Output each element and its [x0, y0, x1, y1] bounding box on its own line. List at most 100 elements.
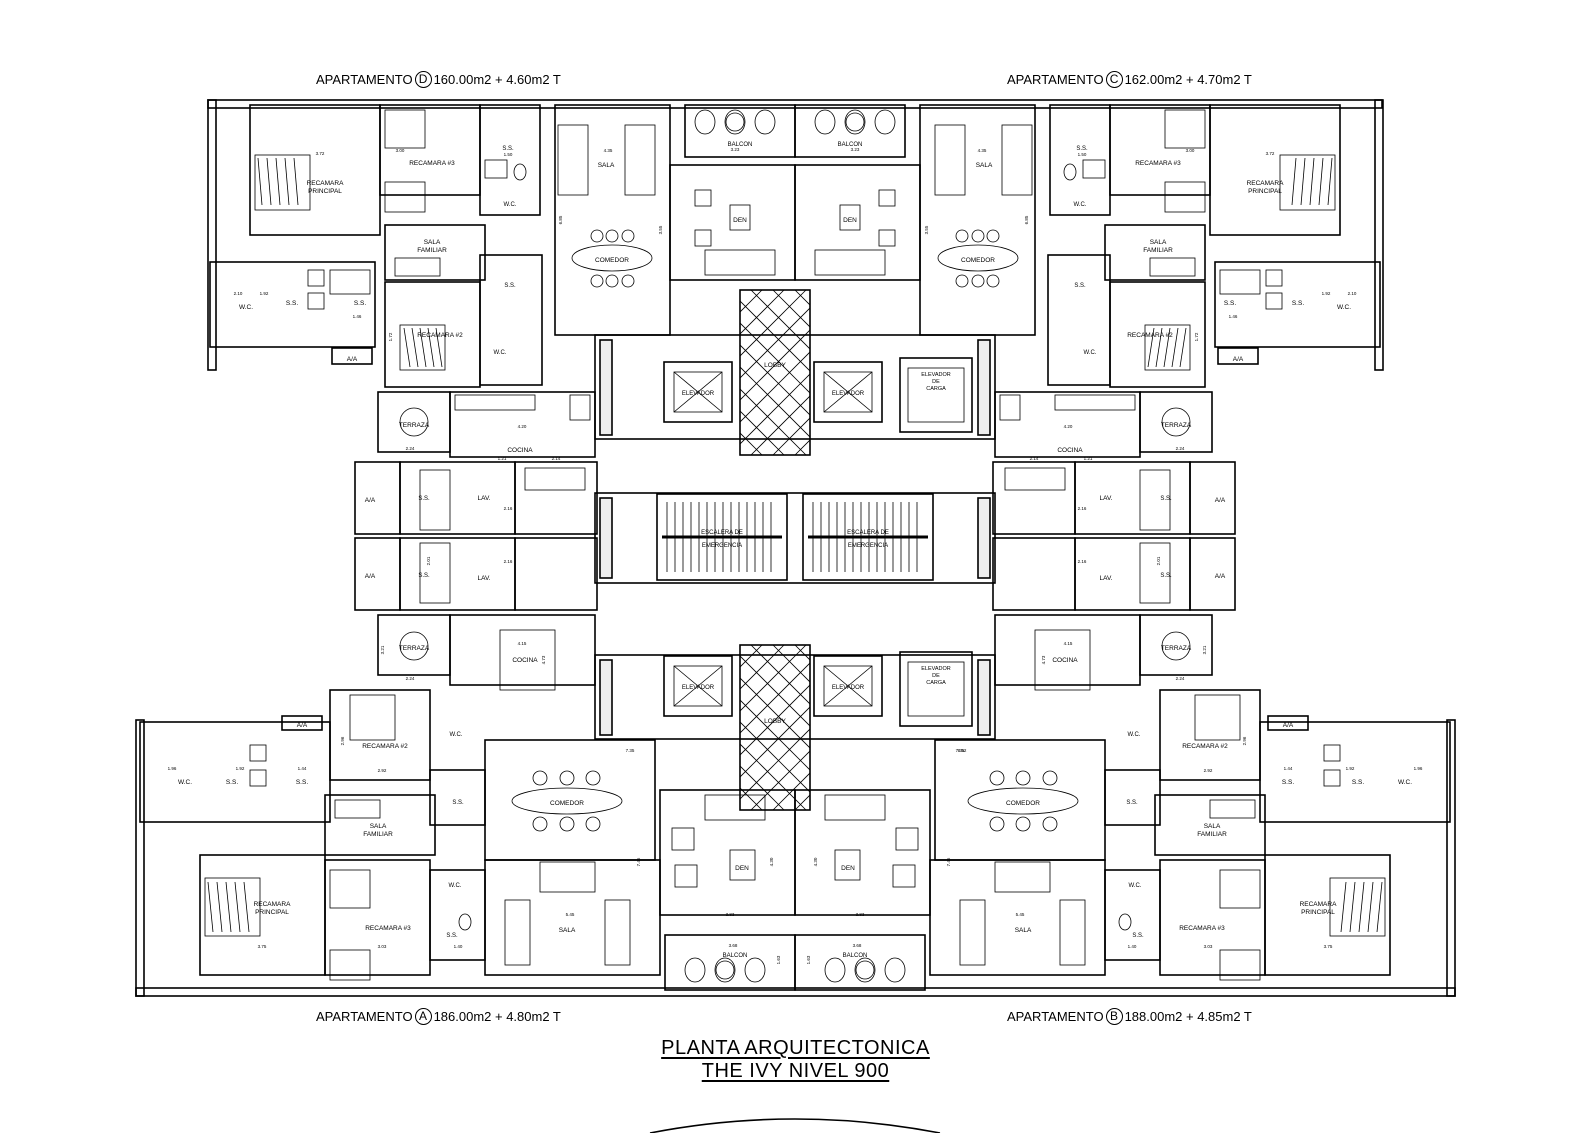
apartment-letter-circle: A [414, 1008, 432, 1025]
apartment-prefix: APARTAMENTO [1007, 1009, 1104, 1024]
dimension-label: 4.15 [518, 641, 527, 646]
family-room-label: SALA [370, 823, 387, 830]
lobby-tile-line [772, 290, 810, 328]
dimension-label: 2.96 [1242, 736, 1247, 745]
lobby-tile-line [949, 290, 1114, 455]
sofa [1149, 257, 1196, 277]
lobby-tile-line [750, 645, 810, 705]
master-bedroom-label: RECAMARA [1247, 180, 1285, 187]
sink [1323, 769, 1341, 787]
aa-label: A/A [1215, 497, 1226, 504]
plan-subtitle: THE IVY NIVEL 900 [0, 1060, 1591, 1083]
chair [621, 229, 635, 243]
den-label: DEN [843, 217, 857, 224]
kitchen-label: COCINA [507, 447, 533, 454]
lobby-tile-line [949, 290, 1114, 455]
sofa [504, 899, 531, 966]
toilet [458, 913, 472, 931]
kitchen-island [1034, 629, 1091, 691]
lobby-tile-line [740, 351, 810, 423]
lobby-tile-line [740, 684, 810, 756]
bed [1194, 694, 1241, 741]
chair [955, 229, 969, 243]
bed-line [216, 881, 223, 933]
bath-block-walls [209, 261, 376, 348]
bath-label: S.S. [418, 496, 430, 502]
bed-line [427, 327, 435, 368]
aa-unit [1267, 715, 1309, 731]
lobby-tile-line [740, 373, 810, 445]
plan-title-line1: PLANTA ARQUITECTONICA [661, 1037, 930, 1059]
dimension-label: 4.35 [604, 148, 613, 153]
bed-line [207, 881, 214, 933]
bath-label: S.S. [504, 283, 516, 289]
dimension-label: 1.44 [298, 766, 307, 771]
chair [971, 274, 985, 288]
dimension-label: 4.20 [518, 424, 527, 429]
elevator-cross [823, 371, 873, 413]
dimension-label: 1.21 [1084, 456, 1093, 461]
utility-bath-walls [514, 461, 598, 535]
sink [1082, 159, 1106, 179]
bed-line [234, 881, 241, 933]
core-wall-hatched [599, 497, 613, 579]
dining-label: COMEDOR [961, 257, 995, 264]
laundry-walls [1074, 461, 1191, 535]
bedroom3-label: RECAMARA #3 [1135, 160, 1181, 167]
dimension-label: 3.00 [1186, 148, 1195, 153]
stair-label: ESCALERA DE [701, 530, 743, 536]
terrace-label: TERRAZA [399, 422, 430, 429]
den-label: DEN [735, 865, 749, 872]
balcony-table [725, 112, 745, 132]
toilet [1118, 913, 1132, 931]
bed [1219, 949, 1261, 981]
aa-label: A/A [365, 497, 376, 504]
bed-line [435, 327, 443, 368]
armchair [674, 864, 698, 888]
balcony-chair [854, 957, 876, 983]
bath-block-walls [1259, 721, 1451, 823]
bath-label: S.S. [1160, 496, 1172, 502]
bed-line [1358, 881, 1365, 933]
bed-line [1340, 881, 1347, 933]
kitchen-walls [449, 614, 596, 686]
core-lower-frame [594, 654, 996, 740]
dimension-label: 3.55 [924, 225, 929, 234]
stove [999, 394, 1021, 421]
bed-line [1327, 157, 1333, 206]
sink [1265, 269, 1283, 287]
plan-title-line2: THE IVY NIVEL 900 [701, 1060, 890, 1082]
balcony-walls [794, 934, 926, 991]
living-walls [919, 104, 1036, 336]
den-walls [794, 789, 931, 916]
bath-label: S.S. [1282, 779, 1294, 786]
cargo-label: CARGA [926, 680, 946, 686]
sink-counter [1004, 467, 1066, 491]
dimension-label: 1.96 [1414, 766, 1423, 771]
bath-label: S.S. [452, 800, 464, 806]
family-room-walls [1104, 224, 1206, 281]
wc-label: W.C. [1074, 202, 1087, 208]
kitchen-label: COCINA [512, 657, 538, 664]
elevator-shaft [813, 655, 883, 717]
coffee-table [729, 204, 751, 231]
exterior-wall-top-left [207, 99, 217, 371]
dimension-label: 1.92 [260, 291, 269, 296]
balcony-label: BALCON [843, 953, 868, 959]
dining-table [937, 244, 1019, 272]
dimension-label: 4.35 [978, 148, 987, 153]
lobby-pattern [740, 290, 1114, 455]
balcony-chair [744, 957, 766, 983]
dimension-label: 1.72 [1194, 332, 1199, 341]
armchair [694, 229, 712, 247]
emergency-stair [656, 493, 788, 581]
sink [307, 292, 325, 310]
lobby-tile-line [927, 645, 1092, 810]
kitchen-walls [449, 391, 596, 458]
dimension-label: 2.16 [504, 559, 513, 564]
bath-label: S.S. [446, 933, 458, 939]
dimension-label: 4.73 [1041, 655, 1046, 664]
wc-label: W.C. [1398, 779, 1412, 786]
family-room-label: SALA [1150, 239, 1167, 246]
balcony-chair [874, 109, 896, 135]
